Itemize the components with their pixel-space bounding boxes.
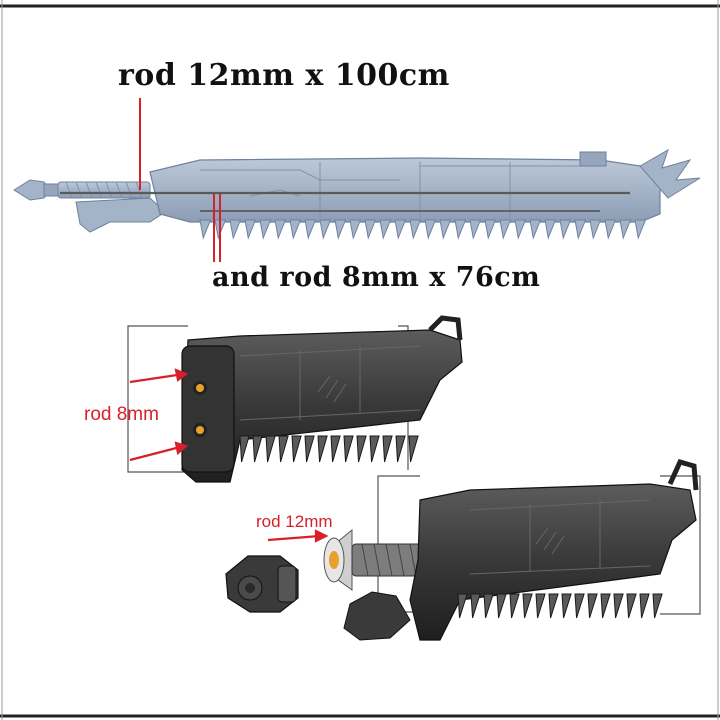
blade-tooth [634, 219, 647, 240]
blade-tooth [252, 435, 263, 463]
blade-tooth [514, 219, 527, 240]
blade-tooth [199, 219, 212, 240]
blade-tooth [289, 219, 302, 240]
rod-12mm-arrow [267, 529, 329, 543]
blade-section-large [323, 459, 701, 641]
blade-tooth [509, 593, 520, 619]
blade-tooth [278, 435, 289, 463]
blade-tooth [470, 593, 481, 619]
blade-tooth [317, 435, 328, 463]
blade-tooth [496, 593, 507, 619]
blade-tooth [364, 219, 377, 240]
blade-tooth [604, 219, 617, 240]
blade-tooth [561, 593, 572, 619]
blade-tooth [408, 435, 419, 463]
blade-tooth [535, 593, 546, 619]
blade-tooth [652, 593, 663, 619]
blade-tooth [574, 593, 585, 619]
small-rod-label: rod 8mm [84, 404, 159, 425]
detached-connector-part [225, 555, 299, 613]
blade-tooth [239, 435, 250, 463]
top-rod-label: rod 12mm x 100cm [118, 58, 450, 93]
blade-tooth [291, 435, 302, 463]
blade-tooth [334, 219, 347, 240]
blade-tooth [574, 219, 587, 240]
blade-tooth [274, 219, 287, 240]
blade-tooth [409, 219, 422, 240]
blade-tooth [304, 435, 315, 463]
blade-tooth [356, 435, 367, 463]
blade-tooth [499, 219, 512, 240]
blade-tooth [259, 219, 272, 240]
blade-tooth [229, 219, 242, 240]
blade-tooth [457, 593, 468, 619]
blade-section-small [127, 315, 463, 483]
blade-tooth [349, 219, 362, 240]
blade-tooth [639, 593, 650, 619]
blade-tooth [343, 435, 354, 463]
blade-tooth [424, 219, 437, 240]
rod-pointer-lines [139, 98, 221, 262]
blade-tooth [483, 593, 494, 619]
bottom-rod-label: and rod 8mm x 76cm [212, 262, 541, 293]
blade-tooth [369, 435, 380, 463]
blade-tooth [484, 219, 497, 240]
blade-tooth [529, 219, 542, 240]
blade-tooth [382, 435, 393, 463]
blade-tooth [330, 435, 341, 463]
rod-8mm-arrows [129, 368, 189, 462]
blade-tooth [548, 593, 559, 619]
blade-tooth [379, 219, 392, 240]
blade-tooth [265, 435, 276, 463]
blueprint-sword [13, 148, 701, 240]
blade-tooth [626, 593, 637, 619]
blade-tooth [244, 219, 257, 240]
large-rod-label: rod 12mm [256, 512, 333, 531]
blade-tooth [613, 593, 624, 619]
blade-tooth [587, 593, 598, 619]
blade-tooth [559, 219, 572, 240]
blade-tooth [319, 219, 332, 240]
blade-tooth [394, 219, 407, 240]
blade-tooth [454, 219, 467, 240]
blade-tooth [439, 219, 452, 240]
blade-tooth [469, 219, 482, 240]
blade-tooth [522, 593, 533, 619]
blade-tooth [544, 219, 557, 240]
blade-tooth [589, 219, 602, 240]
blade-tooth [600, 593, 611, 619]
blade-tooth [619, 219, 632, 240]
blade-tooth [304, 219, 317, 240]
blade-tooth [395, 435, 406, 463]
